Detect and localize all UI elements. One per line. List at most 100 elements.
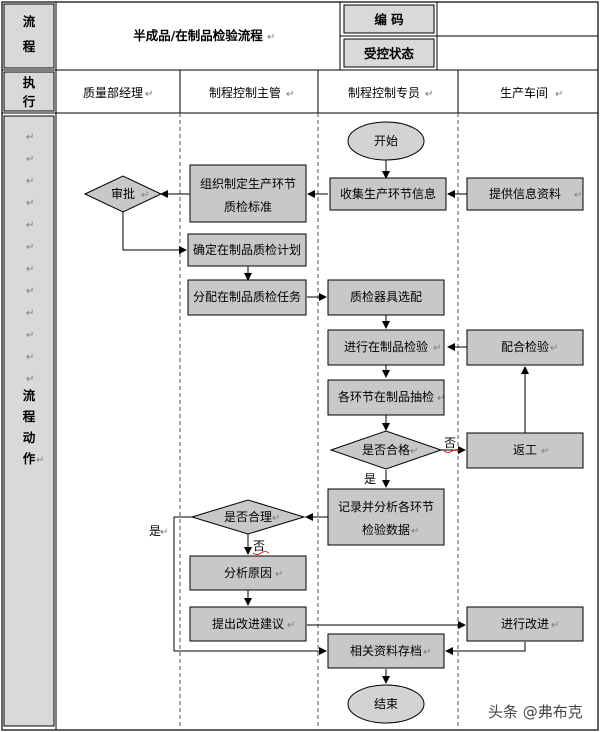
qualified-decision: 是否合格 ↵: [329, 430, 443, 470]
svg-text:配合检验: 配合检验: [501, 339, 549, 354]
svg-text:↵: ↵: [141, 190, 149, 201]
svg-text:↵: ↵: [433, 343, 441, 354]
edge-label-no-2: 否: [253, 539, 265, 553]
svg-text:分析原因: 分析原因: [224, 566, 272, 580]
svg-text:↵: ↵: [425, 89, 433, 100]
svg-text:各环节在制品抽检: 各环节在制品抽检: [338, 389, 434, 404]
svg-text:提出改进建议: 提出改进建议: [212, 616, 284, 631]
record-analyze-box: 记录并分析各环节 检验数据 ↵: [327, 488, 445, 546]
svg-text:↵: ↵: [272, 513, 280, 524]
side-marker: ↵: [26, 220, 34, 231]
svg-text:↵: ↵: [555, 89, 563, 100]
implement-improvement-box: 进行改进 ↵: [466, 606, 584, 642]
cooperate-inspection-box: 配合检验 ↵: [466, 329, 584, 366]
end-node: 结束: [347, 684, 425, 724]
lane-quality-manager: 质量部经理: [83, 85, 143, 100]
svg-text:↵: ↵: [551, 620, 559, 631]
svg-text:↵: ↵: [286, 89, 294, 100]
inspection-plan-box: 确定在制品质检计划: [187, 233, 307, 267]
exec-label-char-1: 执: [23, 75, 36, 90]
svg-text:提供信息资料: 提供信息资料: [489, 186, 561, 201]
svg-text:↵: ↵: [437, 393, 445, 404]
edge-label-no-1: 否: [444, 436, 456, 450]
watermark: 头条 @弗布克: [488, 703, 583, 721]
conduct-inspection-box: 进行在制品检验 ↵: [327, 329, 445, 366]
exec-label-char-2: 行: [22, 94, 36, 109]
side-label-char-2: 程: [23, 409, 36, 424]
archive-box: 相关资料存档 ↵: [327, 633, 445, 669]
svg-text:↵: ↵: [411, 526, 419, 537]
svg-text:确定在制品质检计划: 确定在制品质检计划: [193, 242, 301, 257]
collect-info-box: 收集生产环节信息: [329, 177, 447, 211]
title-mark: ↵: [267, 32, 275, 43]
side-marker: ↵: [26, 132, 34, 143]
side-label-cell: [3, 115, 55, 727]
flow-label-cell: [3, 3, 55, 69]
svg-text:↵: ↵: [145, 89, 153, 100]
svg-text:开始: 开始: [374, 134, 398, 148]
edge-label-yes-2: 是: [149, 524, 161, 538]
side-marker: ↵: [26, 308, 34, 319]
svg-text:↵: ↵: [423, 647, 431, 658]
lane-process-supervisor: 制程控制主管: [209, 85, 281, 100]
side-marker: ↵: [26, 198, 34, 209]
flow-label-char-1: 流: [23, 14, 36, 29]
side-label-char-3: 动: [23, 430, 36, 445]
side-marker: ↵: [26, 330, 34, 341]
page-title: 半成品/在制品检验流程: [133, 28, 263, 43]
approve-decision: 审批 ↵: [83, 175, 163, 213]
suggest-improvement-box: 提出改进建议 ↵: [189, 606, 307, 642]
svg-text:质检标准: 质检标准: [224, 199, 272, 214]
side-marker: ↵: [26, 374, 34, 385]
side-marker: ↵: [26, 154, 34, 165]
rework-box: 返工 ↵: [466, 432, 584, 469]
svg-text:↵: ↵: [550, 343, 558, 354]
svg-text:返工: 返工: [513, 443, 537, 457]
svg-text:进行改进: 进行改进: [501, 617, 549, 631]
svg-text:审批: 审批: [111, 186, 135, 201]
svg-text:↵: ↵: [574, 190, 582, 201]
connectors: [122, 160, 529, 684]
sampling-box: 各环节在制品抽检 ↵: [327, 379, 445, 416]
code-label-cell: [343, 4, 435, 34]
organize-standard-box: 组织制定生产环节 质检标准: [189, 164, 307, 223]
edge-label-yes-1: 是: [364, 472, 376, 486]
side-marker: ↵: [26, 176, 34, 187]
side-marker: ↵: [26, 264, 34, 275]
lane-production-workshop: 生产车间: [500, 85, 548, 100]
side-label-char-4: 作: [23, 451, 36, 466]
status-label-cell: [343, 38, 435, 68]
svg-text:分配在制品质检任务: 分配在制品质检任务: [193, 289, 301, 304]
assign-task-box: 分配在制品质检任务: [187, 279, 307, 316]
svg-text:↵: ↵: [410, 446, 418, 457]
lane-process-specialist: 制程控制专员: [348, 85, 420, 100]
side-marker: ↵: [26, 352, 34, 363]
svg-text:收集生产环节信息: 收集生产环节信息: [340, 186, 436, 201]
svg-text:组织制定生产环节: 组织制定生产环节: [200, 176, 296, 191]
svg-text:检验数据: 检验数据: [362, 522, 410, 537]
svg-text:↵: ↵: [160, 527, 168, 538]
svg-text:结束: 结束: [374, 697, 398, 711]
svg-text:质检器具选配: 质检器具选配: [350, 289, 422, 304]
svg-text:记录并分析各环节: 记录并分析各环节: [338, 499, 434, 514]
provide-info-box: 提供信息资料 ↵: [466, 177, 584, 211]
start-node: 开始: [347, 121, 425, 161]
status-label: 受控状态: [364, 46, 415, 61]
analyze-cause-box: 分析原因 ↵: [189, 555, 307, 591]
svg-text:是否合理: 是否合理: [224, 509, 272, 524]
svg-text:↵: ↵: [287, 620, 295, 631]
side-marker: ↵: [26, 286, 34, 297]
reasonable-decision: 是否合理 ↵: [190, 499, 306, 535]
svg-text:进行在制品检验: 进行在制品检验: [344, 339, 428, 354]
svg-text:相关资料存档: 相关资料存档: [350, 644, 422, 658]
side-markers: ↵ ↵ ↵ ↵ ↵ ↵ ↵ ↵ ↵ ↵ ↵ ↵: [26, 132, 34, 385]
svg-text:是否合格: 是否合格: [362, 442, 410, 457]
code-label: 编 码: [374, 12, 403, 27]
flow-label-char-2: 程: [23, 39, 36, 54]
exec-label-cell: [3, 71, 55, 112]
svg-text:↵: ↵: [36, 455, 44, 466]
side-marker: ↵: [26, 242, 34, 253]
tool-selection-box: 质检器具选配: [327, 279, 445, 316]
